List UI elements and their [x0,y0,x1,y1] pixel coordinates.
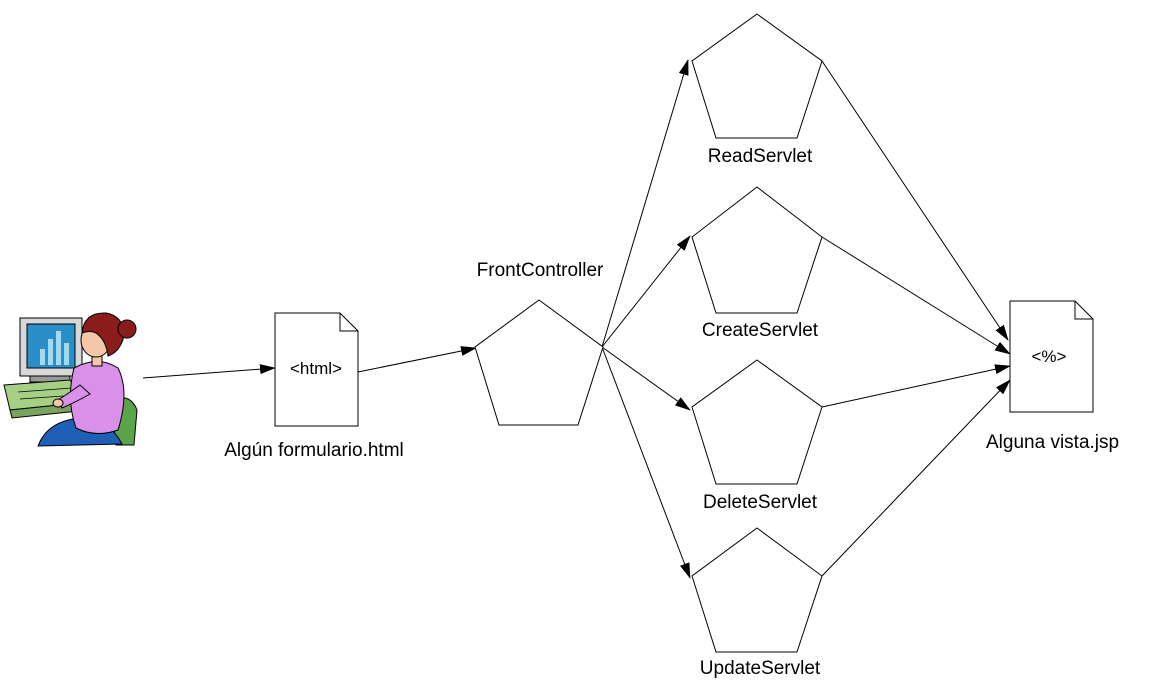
edge-frontcontroller-to-deleteservlet [601,346,691,411]
deleteservlet-label: DeleteServlet [703,492,818,513]
readservlet-label: ReadServlet [708,146,813,167]
user-at-computer-icon [3,312,138,447]
updateservlet-label: UpdateServlet [700,658,821,679]
deleteservlet-node [691,359,823,485]
view-document-label: Alguna vista.jsp [986,432,1119,453]
edge-readservlet-to-view [821,60,1009,341]
edge-form-to-frontcontroller [357,346,477,373]
document-icon [274,312,359,427]
readservlet-node [691,13,823,139]
edge-frontcontroller-to-updateservlet [601,346,691,579]
document-icon [1009,300,1094,413]
edge-frontcontroller-to-createservlet [601,235,691,348]
frontcontroller-node [474,299,604,426]
edge-createservlet-to-view [821,236,1011,355]
edge-frontcontroller-to-readservlet [601,59,689,348]
edge-updateservlet-to-view [821,379,1011,577]
form-document: <html> [274,312,359,427]
view-document-content: <%> [1032,347,1067,366]
createservlet-node [691,186,823,314]
updateservlet-node [691,527,823,653]
form-document-content: <html> [290,359,342,378]
edge-user-to-form [142,364,276,379]
form-document-label: Algún formulario.html [224,440,404,461]
frontcontroller-label: FrontController [477,260,604,281]
createservlet-label: CreateServlet [702,320,819,341]
view-document: <%> [1009,300,1094,413]
edge-deleteservlet-to-view [821,364,1011,408]
edges [142,59,1011,579]
